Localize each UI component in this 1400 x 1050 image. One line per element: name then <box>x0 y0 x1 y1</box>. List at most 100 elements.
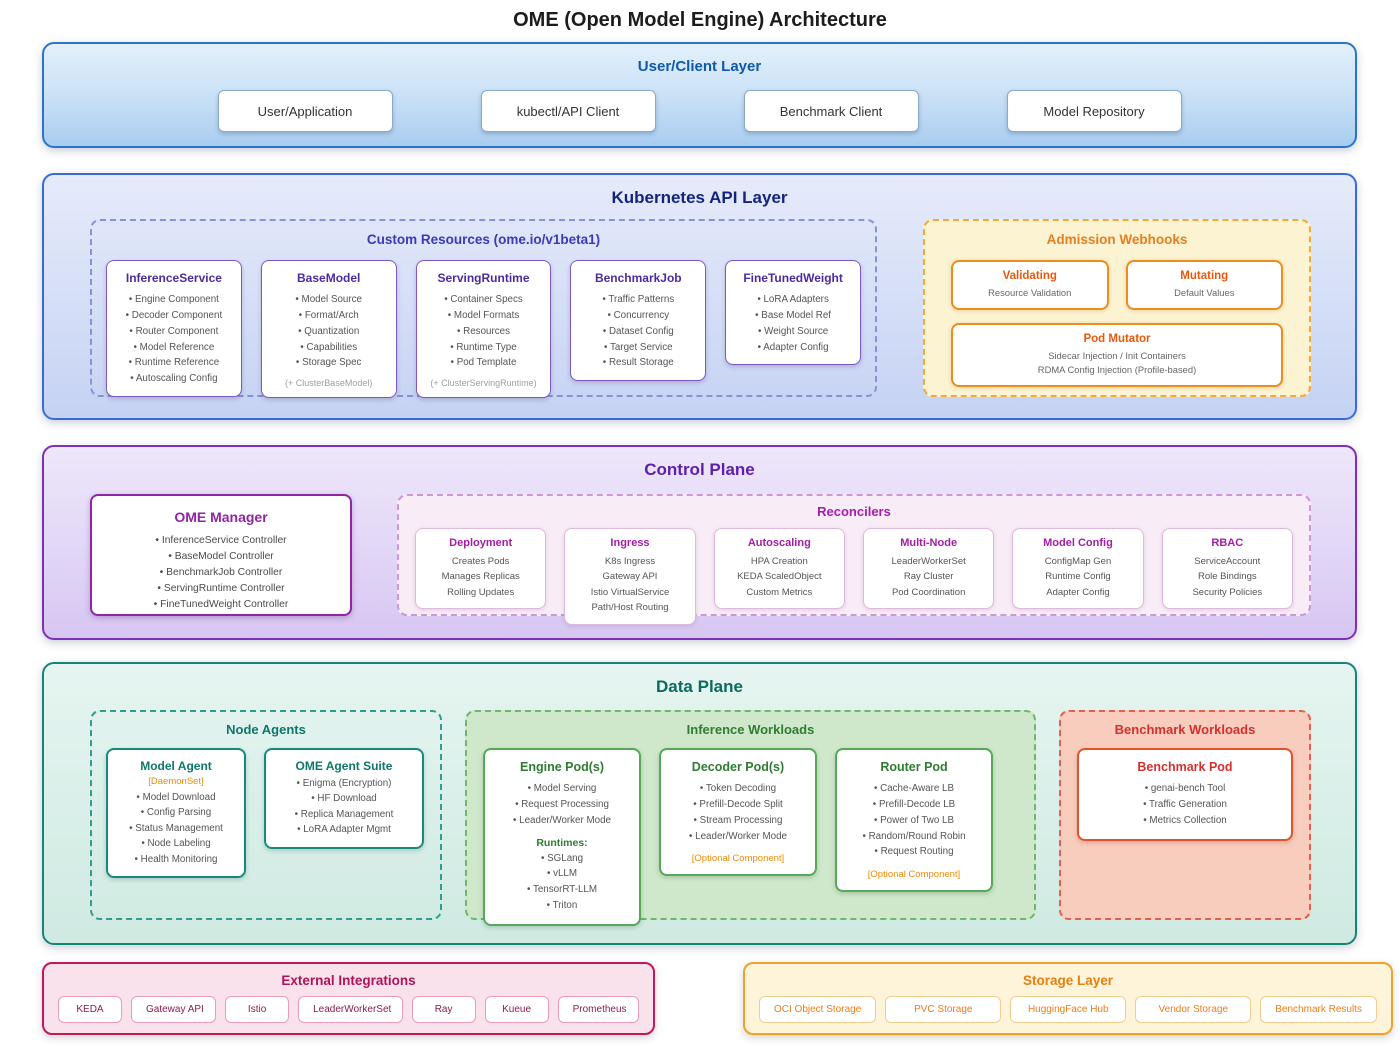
list-item: • Prefill-Decode LB <box>872 798 956 810</box>
custom-resources-title: Custom Resources (ome.io/v1beta1) <box>366 232 601 247</box>
card-fine-tuned-weight: FineTunedWeight • LoRA Adapters • Base Mo… <box>725 260 861 366</box>
card-title: FineTunedWeight <box>743 271 843 285</box>
list-item: • Base Model Ref <box>755 309 832 321</box>
ome-manager-title: OME Manager <box>174 509 268 525</box>
list-item: ServiceAccount <box>1194 556 1261 567</box>
list-item: • Container Specs <box>444 294 523 305</box>
list-item: • Replica Management <box>294 808 394 820</box>
mutating-webhook-box: Mutating Default Values <box>1125 260 1283 311</box>
card-title: BaseModel <box>297 271 361 285</box>
list-item: • Model Reference <box>133 341 215 353</box>
user-client-boxes: User/Application kubectl/API Client Benc… <box>44 90 1355 132</box>
admission-webhooks-title: Admission Webhooks <box>1046 232 1188 247</box>
list-item: • Triton <box>546 900 578 912</box>
card-note: (+ ClusterServingRuntime) <box>430 378 537 389</box>
agent-items: • Enigma (Encryption) • HF Download • Repl… <box>269 776 419 838</box>
list-item: • Dataset Config <box>602 325 674 337</box>
list-item: • Traffic Patterns <box>602 294 675 305</box>
pod-items: • Model Serving• Request Processing• Lea… <box>488 781 636 829</box>
optional-component-tag: [Optional Component] <box>867 869 961 881</box>
external-integrations-title: External Integrations <box>281 973 416 988</box>
list-item: • Concurrency <box>607 309 670 321</box>
list-item: RDMA Config Injection (Profile-based) <box>1037 364 1197 376</box>
webhook-title: Pod Mutator <box>1083 333 1151 346</box>
pod-title: Decoder Pod(s) <box>691 760 785 774</box>
kubectl-api-client-box: kubectl/API Client <box>480 90 656 132</box>
control-plane-title: Control Plane <box>644 460 755 479</box>
list-item: Gateway API <box>131 996 217 1023</box>
list-item: Adapter Config <box>1046 586 1110 598</box>
list-item: • Request Processing <box>515 798 609 810</box>
list-item: Gateway API <box>602 571 658 583</box>
list-item: Manages Replicas <box>441 571 520 583</box>
list-item: • Config Parsing <box>140 807 212 819</box>
list-item: Role Bindings <box>1197 571 1257 583</box>
list-item: PVC Storage <box>885 996 1002 1023</box>
list-item: • LoRA Adapters <box>757 294 829 305</box>
engine-pod-box: Engine Pod(s) • Model Serving• Request P… <box>483 748 641 927</box>
model-agent-box: Model Agent [DaemonSet] • Model Download… <box>106 748 246 879</box>
list-item: • Stream Processing <box>693 814 783 826</box>
list-item: • Model Source <box>295 294 362 305</box>
pod-items: • Token Decoding• Prefill-Decode Split• … <box>664 781 812 844</box>
list-item: Security Policies <box>1192 586 1263 598</box>
ome-agent-suite-box: OME Agent Suite • Enigma (Encryption)• H… <box>264 748 424 849</box>
list-item: Ray <box>411 996 476 1023</box>
webhook-title: Mutating <box>1180 270 1229 282</box>
card-items: • Engine Component• Decoder Component• R… <box>111 292 237 387</box>
kubernetes-api-layer-title: Kubernetes API Layer <box>611 188 788 207</box>
webhook-items: Default Values <box>1131 286 1279 300</box>
list-item: Vendor Storage <box>1135 996 1252 1023</box>
list-item: • Prefill-Decode Split <box>693 798 783 810</box>
list-item: Istio VirtualService <box>590 586 670 598</box>
webhook-items: Resource Validation <box>956 286 1104 300</box>
pod-title: Benchmark Pod <box>1137 760 1233 774</box>
page-title: OME (Open Model Engine) Architecture <box>513 9 887 31</box>
list-item: • Leader/Worker Mode <box>689 830 787 842</box>
reconciler-title: RBAC <box>1211 537 1244 549</box>
reconciler-title: Ingress <box>610 537 650 549</box>
list-item: LeaderWorkerSet <box>891 556 966 567</box>
reconciler-title: Autoscaling <box>747 537 811 549</box>
reconcilers-title: Reconcilers <box>817 504 891 519</box>
list-item: • Weight Source <box>757 325 829 337</box>
benchmark-workloads-title: Benchmark Workloads <box>1114 722 1256 737</box>
card-base-model: BaseModel • Model Source• Format/Arch• Q… <box>260 260 397 399</box>
agent-items: • Model Download• Config Parsing• Status… <box>111 790 241 867</box>
list-item: Path/Host Routing <box>591 602 669 614</box>
list-item: • Enigma (Encryption) <box>296 778 392 789</box>
inference-workloads-title: Inference Workloads <box>686 722 815 737</box>
agent-title: Model Agent <box>140 759 212 773</box>
list-item: • InferenceService Controller <box>155 535 287 546</box>
list-item: • BenchmarkJob Controller <box>159 566 283 578</box>
list-item: Runtime Config <box>1045 571 1111 583</box>
validating-webhook-box: Validating Resource Validation <box>951 260 1109 311</box>
router-pod-box: Router Pod • Cache-Aware LB• Prefill-Dec… <box>835 748 993 893</box>
kubernetes-api-layer: Kubernetes API Layer Custom Resources (o… <box>42 173 1357 420</box>
list-item: • SGLang <box>540 852 584 864</box>
benchmark-workloads-group: Benchmark Workloads Benchmark Pod • gena… <box>1059 710 1311 920</box>
user-application-box: User/Application <box>217 90 393 132</box>
list-item: • Adapter Config <box>757 341 829 353</box>
runtime-items: • SGLang• vLLM• TensorRT-LLM• Triton <box>488 851 636 914</box>
benchmark-pod-box: Benchmark Pod • genai-bench Tool• Traffi… <box>1077 748 1293 841</box>
card-items: • Container Specs• Model Formats• Resour… <box>421 292 547 371</box>
list-item: K8s Ingress <box>604 556 656 567</box>
list-item: • HF Download <box>311 793 377 805</box>
list-item: • TensorRT-LLM <box>526 884 598 896</box>
pod-title: Router Pod <box>880 760 948 774</box>
pod-items: • Cache-Aware LB• Prefill-Decode LB• Pow… <box>840 781 988 860</box>
runtimes-label: Runtimes: <box>536 836 588 849</box>
list-item: • FineTunedWeight Controller <box>153 598 289 610</box>
list-item: • Format/Arch <box>298 309 359 321</box>
decoder-pod-box: Decoder Pod(s) • Token Decoding• Prefill… <box>659 748 817 877</box>
reconciler-title: Deployment <box>449 537 513 549</box>
